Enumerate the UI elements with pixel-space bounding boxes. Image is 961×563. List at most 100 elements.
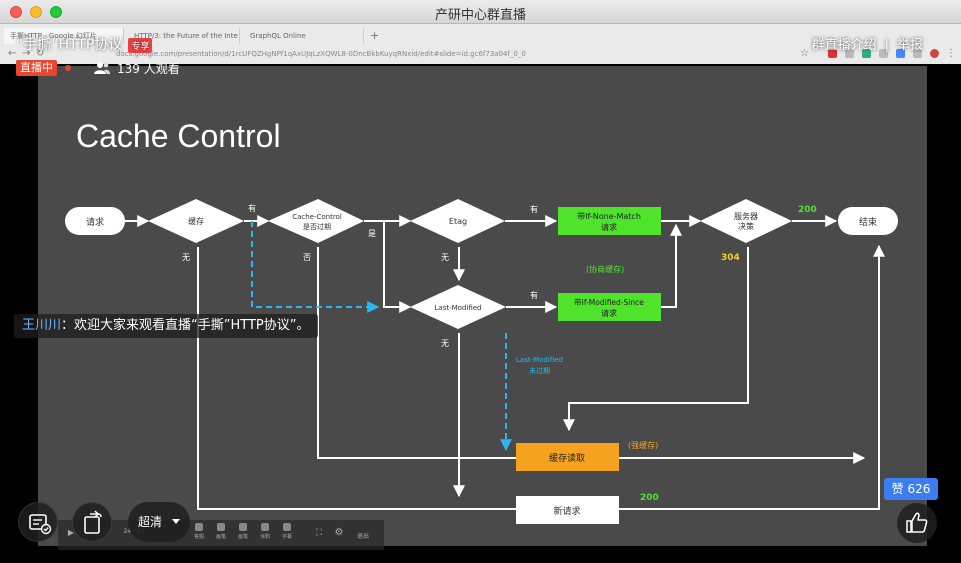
divider: | — [884, 38, 889, 53]
browser-tab[interactable]: 手撕HTTP - Google 幻灯片 — [4, 28, 124, 44]
rotate-icon — [84, 510, 102, 534]
window-titlebar: 产研中心群直播 — [0, 0, 961, 24]
stream-title: “手撕”HTTP协议专享 — [16, 34, 153, 54]
rotate-screen-button[interactable] — [72, 502, 112, 542]
if-modified-since-node — [558, 293, 661, 321]
presentation-slide: Cache Control — [38, 66, 927, 546]
live-stream-view: 手撕HTTP - Google 幻灯片 HTTP/3: the Future o… — [0, 24, 961, 563]
forward-arrow-icon[interactable]: → — [22, 48, 31, 59]
if-none-match-node — [558, 207, 661, 235]
browser-tabs: 手撕HTTP - Google 幻灯片 HTTP/3: the Future o… — [0, 28, 961, 44]
reload-icon[interactable]: ↻ — [36, 48, 45, 59]
extension-icon[interactable] — [828, 49, 837, 58]
browser-url[interactable]: docs.google.com/presentation/d/1rcUFQZHg… — [116, 50, 526, 58]
chat-message: 王川川：欢迎大家来观看直播“手撕”HTTP协议”。 — [14, 314, 318, 338]
if-modified-since-label: 带If-Modified-Since — [574, 298, 644, 307]
group-live-intro-link[interactable]: 群直播介绍 — [811, 38, 877, 53]
cache-control-label: Cache-Control — [292, 213, 342, 221]
etag-decision-node — [410, 199, 505, 243]
video-quality-selector[interactable]: 超清 — [128, 502, 190, 542]
new-tab-icon[interactable]: + — [370, 29, 380, 42]
toolbar-item[interactable]: 画笔 — [212, 523, 230, 540]
slide-toolbar: ▶ 24 / 63 答题 画笔 画笔 涂鸦 字幕 ⛶ ⚙ 退出 — [58, 520, 384, 550]
like-count-badge: 赞 626 — [884, 478, 938, 500]
etag-label: Etag — [449, 217, 467, 226]
lm-not-expired-label: 未过期 — [529, 366, 550, 375]
dashed-connectors — [251, 221, 512, 452]
quality-label: 超清 — [138, 515, 163, 529]
notes-check-button[interactable] — [18, 502, 58, 542]
server-label: 服务器 — [734, 211, 758, 221]
toolbar-item[interactable]: 字幕 — [278, 523, 296, 540]
new-request-label: 新请求 — [553, 505, 580, 517]
edge-label-no: 无 — [441, 253, 449, 262]
cache-read-node — [516, 443, 619, 471]
window-maximize-button[interactable] — [50, 6, 62, 18]
cache-control-decision-node — [268, 199, 364, 243]
lm-not-expired-label: Last-Modified — [516, 356, 563, 364]
top-right-links: 群直播介绍 | 举报 — [812, 34, 923, 53]
flow-connectors — [125, 215, 885, 510]
toolbar-item[interactable]: 答题 — [190, 523, 208, 540]
browser-tab[interactable]: GraphQL Online — [244, 28, 364, 44]
live-status-row: 直播中 139 人观看 — [16, 60, 180, 76]
viewers-icon — [94, 62, 110, 74]
if-none-match-label: 请求 — [601, 222, 617, 232]
new-request-node — [516, 496, 619, 524]
profile-avatar[interactable] — [930, 49, 939, 58]
if-modified-since-label: 请求 — [601, 308, 617, 318]
edge-label-no: 否 — [303, 253, 311, 262]
slide-title: Cache Control — [76, 118, 281, 154]
last-modified-label: Last-Modified — [435, 304, 482, 312]
chat-sender-name: 王川川 — [22, 318, 62, 333]
report-link[interactable]: 举报 — [896, 38, 923, 53]
toolbar-item[interactable]: 涂鸦 — [256, 523, 274, 540]
exit-button[interactable]: 退出 — [356, 533, 369, 540]
request-node — [65, 207, 125, 235]
caret-down-icon — [172, 519, 180, 524]
toolbar-item[interactable]: 画笔 — [234, 523, 252, 540]
extension-icon[interactable] — [913, 49, 922, 58]
notes-check-icon — [29, 514, 52, 535]
server-decision-node — [700, 199, 792, 243]
end-label: 结束 — [859, 216, 877, 228]
server-label: 决策 — [738, 221, 754, 231]
extension-icon[interactable] — [845, 49, 854, 58]
negotiation-cache-label: (协商缓存) — [586, 264, 624, 274]
extension-icon[interactable] — [879, 49, 888, 58]
stream-title-text: “手撕”HTTP协议 — [16, 37, 123, 53]
chat-message-text: ：欢迎大家来观看直播“手撕”HTTP协议”。 — [61, 318, 310, 333]
extension-icon[interactable] — [896, 49, 905, 58]
request-label: 请求 — [86, 216, 104, 228]
edge-label-yes: 是 — [368, 229, 376, 238]
window-close-button[interactable] — [10, 6, 22, 18]
thumbs-up-icon — [906, 512, 928, 533]
like-button[interactable] — [897, 503, 937, 543]
cache-decision-node — [148, 199, 244, 243]
status-code-304: 304 — [721, 253, 740, 263]
settings-gear-icon[interactable]: ⚙ — [334, 527, 344, 538]
star-icon[interactable]: ☆ — [800, 48, 809, 59]
play-icon[interactable]: ▶ — [67, 528, 75, 537]
fullscreen-icon[interactable]: ⛶ — [315, 528, 323, 538]
cache-read-label: 缓存读取 — [549, 452, 585, 464]
strong-cache-label: (强缓存) — [628, 440, 658, 450]
edge-label-yes: 有 — [530, 204, 538, 214]
edge-label-yes: 有 — [530, 290, 538, 300]
edge-label-yes: 有 — [248, 203, 256, 213]
status-code-200: 200 — [798, 205, 817, 215]
back-arrow-icon[interactable]: ← — [8, 48, 17, 59]
extension-icon[interactable] — [862, 49, 871, 58]
viewer-count: 139 人观看 — [117, 61, 180, 76]
more-menu-icon[interactable]: ⋮ — [946, 48, 956, 59]
if-none-match-label: 带If-None-Match — [577, 212, 641, 221]
cache-control-flowchart: Cache Control — [65, 118, 898, 524]
browser-url-row: ← → ↻ docs.google.com/presentation/d/1rc… — [0, 46, 961, 62]
last-modified-decision-node — [410, 285, 506, 329]
window-minimize-button[interactable] — [30, 6, 42, 18]
cache-control-label: 是否过期 — [303, 222, 331, 231]
shared-browser-chrome: 手撕HTTP - Google 幻灯片 HTTP/3: the Future o… — [0, 24, 961, 64]
end-node — [838, 207, 898, 235]
exclusive-badge: 专享 — [128, 37, 153, 53]
browser-tab[interactable]: HTTP/3: the Future of the Inte — [128, 28, 240, 44]
